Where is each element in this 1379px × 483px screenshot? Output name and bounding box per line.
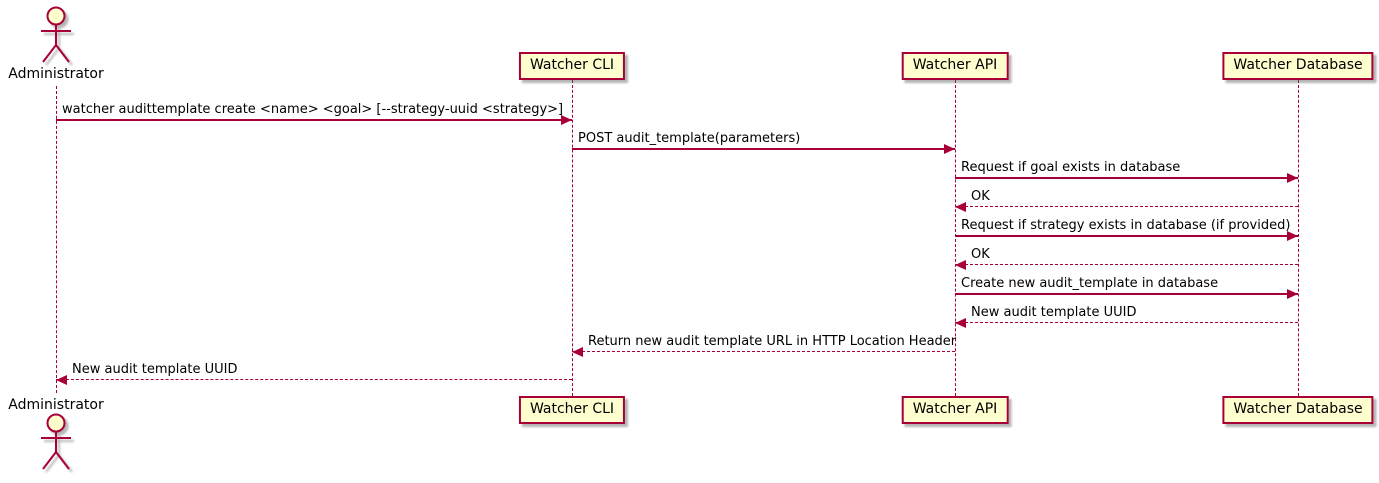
message-label: Return new audit template URL in HTTP Lo…: [588, 334, 957, 349]
lifeline-watcher-api: [955, 80, 956, 396]
participant-box-watcher-database-top: Watcher Database: [1222, 52, 1374, 80]
participant-box-watcher-cli-top: Watcher CLI: [518, 52, 626, 80]
actor-figure-icon-bottom: [34, 412, 78, 476]
message-line: [56, 379, 572, 380]
message-label: Create new audit_template in database: [961, 276, 1219, 291]
participant-box-watcher-database-bottom: Watcher Database: [1222, 396, 1374, 424]
actor-figure-icon-top: [34, 5, 78, 69]
lifeline-watcher-cli: [572, 80, 573, 396]
message-line: [955, 293, 1298, 295]
actor-label-top: Administrator: [8, 66, 104, 82]
message-arrowhead-right-icon: [1287, 173, 1298, 183]
message-arrowhead-left-icon: [955, 318, 966, 328]
message-line: [955, 206, 1298, 207]
message-label: Request if strategy exists in database (…: [961, 218, 1291, 233]
message-arrowhead-right-icon: [1287, 289, 1298, 299]
message-arrowhead-right-icon: [561, 115, 572, 125]
message-line: [955, 264, 1298, 265]
participant-box-watcher-cli-bottom: Watcher CLI: [518, 396, 626, 424]
message-line: [955, 322, 1298, 323]
participant-box-watcher-api-bottom: Watcher API: [901, 396, 1009, 424]
message-label: Request if goal exists in database: [961, 160, 1181, 175]
message-label: New audit template UUID: [72, 362, 238, 377]
message-arrowhead-right-icon: [944, 144, 955, 154]
participant-box-watcher-api-top: Watcher API: [901, 52, 1009, 80]
message-line: [572, 148, 955, 150]
lifeline-watcher-database: [1298, 80, 1299, 396]
message-label: POST audit_template(parameters): [578, 131, 801, 146]
message-arrowhead-left-icon: [955, 202, 966, 212]
message-label: watcher audittemplate create <name> <goa…: [62, 102, 564, 117]
message-line: [955, 235, 1298, 237]
message-arrowhead-left-icon: [955, 260, 966, 270]
message-line: [955, 177, 1298, 179]
lifeline-administrator: [56, 86, 57, 393]
message-label: New audit template UUID: [971, 305, 1137, 320]
message-arrowhead-right-icon: [1287, 231, 1298, 241]
message-line: [56, 119, 572, 121]
message-label: OK: [971, 247, 990, 262]
message-label: OK: [971, 189, 990, 204]
message-arrowhead-left-icon: [56, 375, 67, 385]
actor-label-bottom: Administrator: [8, 397, 104, 413]
message-arrowhead-left-icon: [572, 347, 583, 357]
message-line: [572, 351, 955, 352]
